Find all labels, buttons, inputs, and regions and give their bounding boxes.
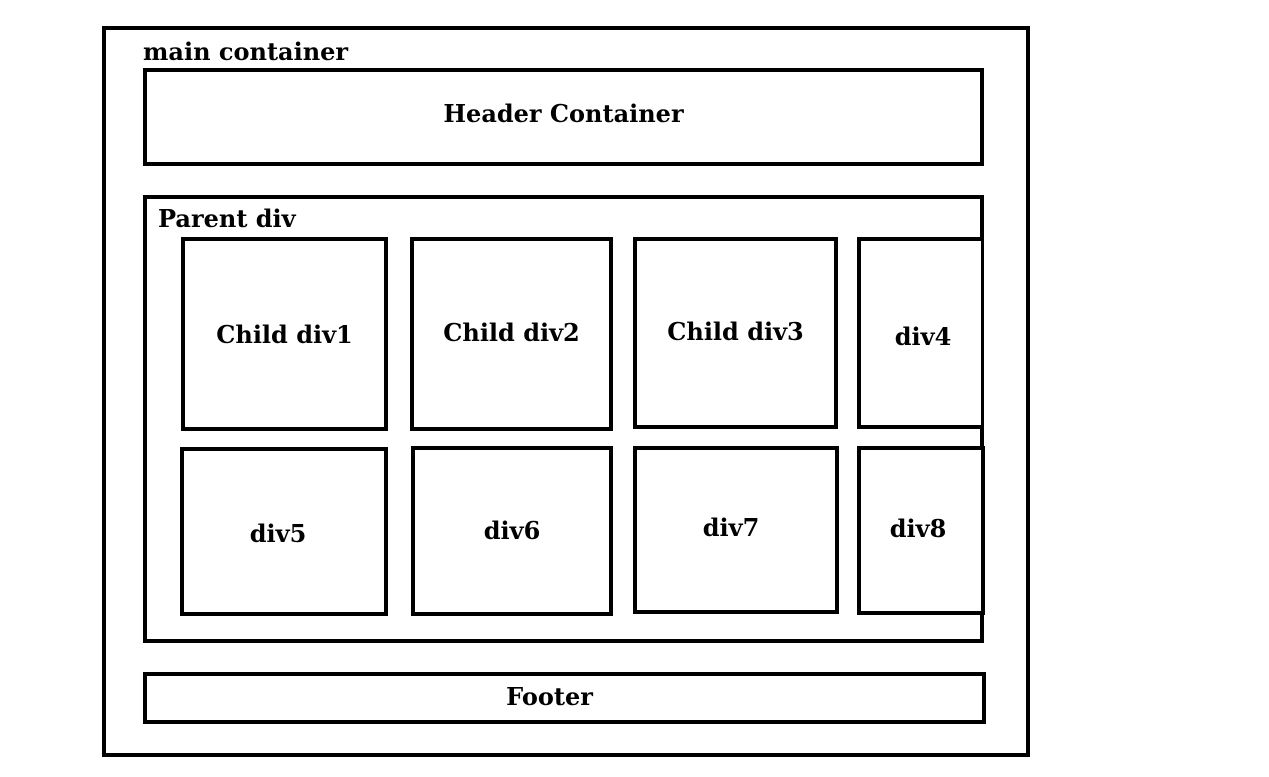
child-div-4-label: div4 (894, 322, 952, 351)
child-div-4: div4 (857, 237, 983, 429)
parent-div-label: Parent div (158, 204, 296, 233)
child-div-1: Child div1 (181, 237, 388, 431)
child-div-2: Child div2 (410, 237, 613, 431)
child-div-6-label: div6 (483, 516, 541, 545)
header-container: Header Container (143, 68, 984, 166)
main-container-label: main container (143, 37, 349, 66)
child-div-8: div8 (857, 446, 985, 615)
footer-container: Footer (143, 672, 986, 724)
child-div-5: div5 (180, 447, 388, 616)
child-div-6: div6 (411, 446, 613, 616)
footer-label: Footer (506, 682, 593, 711)
child-div-7: div7 (633, 446, 839, 614)
child-div-5-label: div5 (249, 518, 307, 548)
child-div-1-label: Child div1 (216, 320, 353, 349)
child-div-3: Child div3 (633, 237, 838, 429)
child-div-7-label: div7 (702, 513, 760, 542)
child-div-3-label: Child div3 (667, 317, 804, 346)
header-container-label: Header Container (443, 99, 684, 128)
child-div-8-label: div8 (889, 513, 947, 543)
child-div-2-label: Child div2 (443, 318, 580, 347)
